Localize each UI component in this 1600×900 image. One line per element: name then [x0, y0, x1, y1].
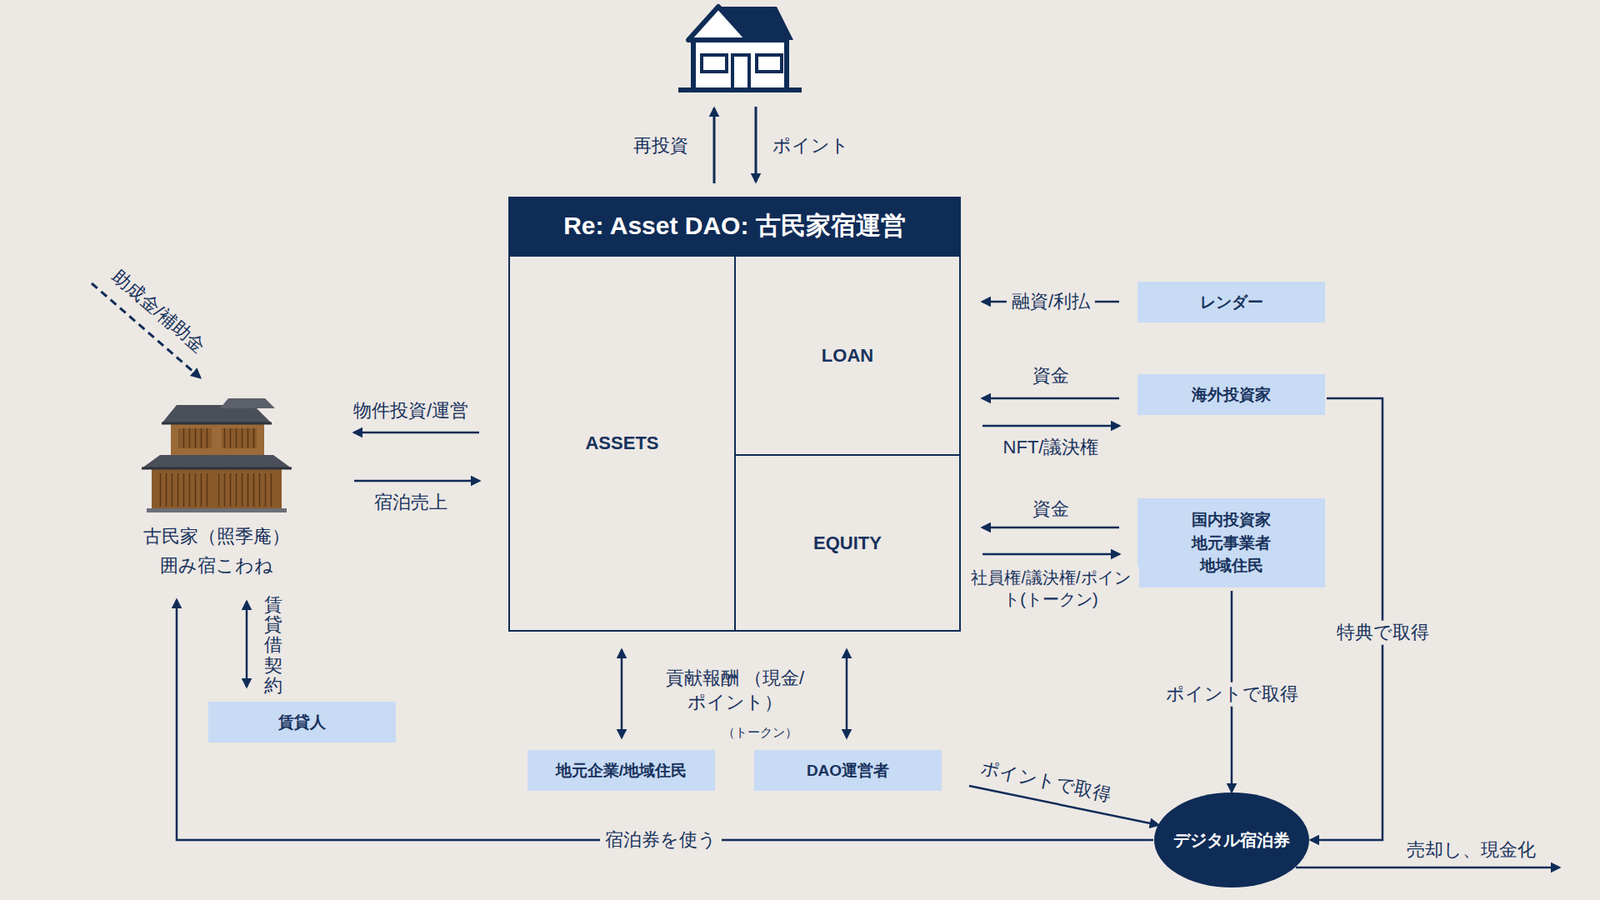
connector — [982, 397, 1120, 400]
reward-label: 貢献報酬 （現金/ポイント） — [635, 666, 835, 715]
edge-label: 物件投資/運営 — [348, 399, 474, 424]
edge-label: ポイントで取得 — [973, 755, 1118, 809]
investor-box: 国内投資家 地元事業者 地域住民 — [1137, 498, 1325, 588]
node-text: Re: Asset DAO: 古民家宿運営 — [508, 196, 961, 255]
edge-label: 社員権/議決権/ポイント(トークン) — [962, 566, 1140, 610]
assets-section: ASSETS — [508, 255, 736, 632]
dao-frame: Re: Asset DAO: 古民家宿運営 ASSETS LOAN EQUITY — [508, 196, 961, 632]
connector — [982, 526, 1120, 530]
sell-arrow — [1295, 866, 1560, 870]
lender-box: レンダー — [1137, 281, 1325, 323]
edge-label: 資金 — [1027, 497, 1075, 522]
investor-box: 海外投資家 — [1137, 374, 1325, 415]
edge-label: 宿泊売上 — [369, 490, 453, 515]
node-text: 賃貸人 — [278, 710, 326, 735]
point-arrow — [755, 106, 758, 182]
sell-label: 売却し、現金化 — [1406, 838, 1536, 863]
node-text: 古民家（照季庵） 囲み宿こわね — [134, 521, 300, 580]
edge-label: ポイントで取得 — [1160, 682, 1304, 707]
connector — [620, 650, 624, 738]
loan-section: LOAN — [734, 255, 961, 456]
connector — [1310, 398, 1383, 840]
node-text: 地元企業/地域住民 — [555, 759, 687, 783]
connector — [354, 480, 480, 483]
connector — [245, 601, 249, 687]
edge-label: 資金 — [1027, 364, 1075, 389]
node-text: ASSETS — [585, 432, 659, 455]
node-text: レンダー — [1200, 290, 1264, 315]
ticket-ellipse: デジタル宿泊券 — [1153, 791, 1310, 889]
connector — [354, 431, 480, 435]
ellipse-shape — [1154, 792, 1310, 888]
operator-box: DAO運営者 — [754, 750, 942, 791]
flow-label: 再投資 — [633, 134, 689, 159]
node-text: EQUITY — [813, 532, 882, 555]
equity-section: EQUITY — [734, 454, 961, 632]
house-icon — [678, 6, 802, 90]
token-note: （トークン） — [722, 724, 798, 741]
connector — [982, 425, 1120, 428]
flow-label: ポイント — [772, 134, 850, 159]
node-text: デジタル宿泊券 — [1173, 829, 1290, 852]
reinvest-arrow — [713, 108, 716, 184]
node-text: DAO運営者 — [806, 759, 890, 783]
local-box: 地元企業/地域住民 — [527, 750, 715, 791]
edge-label: 賃貸借契約 — [264, 595, 283, 696]
connector — [176, 600, 1154, 840]
connector — [845, 650, 849, 738]
edge-label: NFT/議決権 — [998, 435, 1105, 460]
kominka-picture — [141, 398, 292, 513]
kominka-node: 古民家（照季庵） 囲み宿こわね — [116, 398, 317, 584]
edge-label: 宿泊券を使う — [600, 828, 722, 853]
node-text: LOAN — [821, 345, 874, 367]
edge-label: 特典で取得 — [1331, 620, 1435, 645]
connector — [982, 553, 1120, 556]
node-text: 海外投資家 — [1191, 383, 1271, 407]
landlord-box: 賃貸人 — [208, 701, 396, 743]
edge-label: 融資/利払 — [1006, 290, 1095, 315]
node-text: 国内投資家 地元事業者 地域住民 — [1180, 508, 1284, 578]
